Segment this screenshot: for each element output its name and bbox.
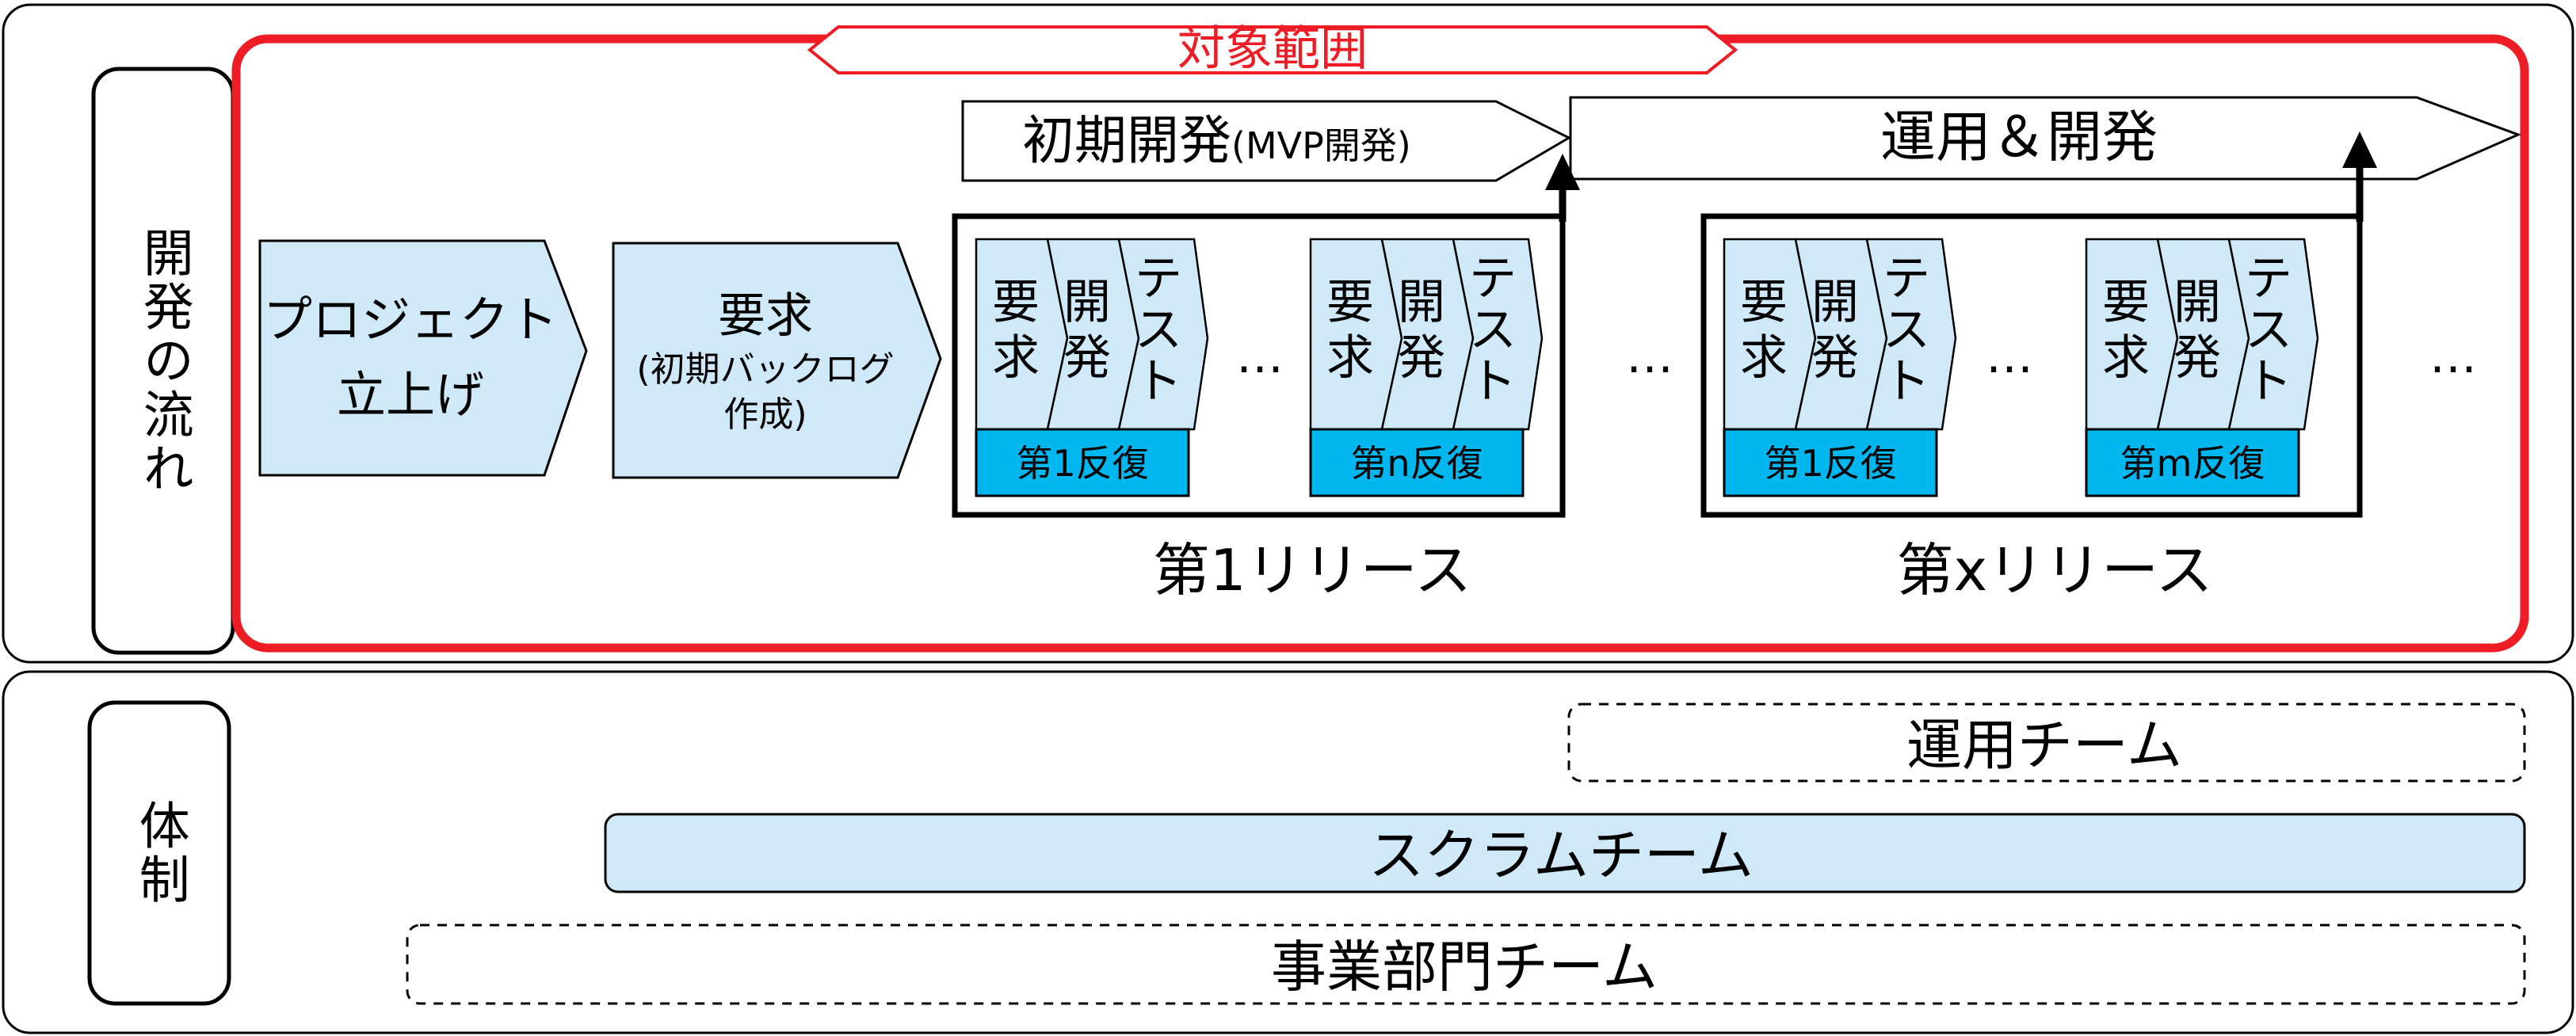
release-x-frame [1700,213,2363,518]
requirements-title: 要求 [718,288,813,344]
step-req-char-2: 求 [1326,330,1374,386]
iteration-label-box [2085,428,2300,497]
iteration-label: 第m反復 [2120,442,2265,485]
step-dev-char-2: 発 [1811,330,1859,386]
ellipsis-release-x: … [1986,329,2033,384]
iteration-label: 第n反復 [1350,442,1483,485]
ops-dev-label: 運用＆開発 [1880,105,2158,169]
ops-team-label: 運用チーム [1906,713,2182,778]
release-1-milestone-head [1545,154,1580,190]
step-test-char-1: テ [1883,251,1930,307]
ops-dev-arrow [1569,96,2522,181]
iteration-group: 要 求 開 発 テ ス ト 第n反復 [1309,238,1544,497]
step-dev-char-1: 開 [1063,275,1111,330]
step-req-char-2: 求 [992,330,1040,386]
scrum-team-label: スクラムチーム [1368,823,1754,888]
business-team-label: 事業部門チーム [1271,935,1658,1000]
step-req-char-1: 要 [1326,275,1374,330]
iteration-label: 第1反復 [1016,442,1148,485]
step-test-char-2: ス [2245,303,2292,358]
scrum-team-bar [604,813,2526,893]
business-team-bar [406,924,2526,1005]
requirements-sub-2: 作成) [723,394,807,435]
iteration-group: 要 求 開 発 テ ス ト 第1反復 [975,238,1209,497]
requirements-sub-1: (初期バックログ [636,349,894,390]
release-x-label: 第xリリース [1896,537,2212,604]
release-1-label: 第1リリース [1153,537,1471,604]
iteration-step-test [1117,238,1209,431]
project-start-label-1: プロジェクト [263,291,558,349]
step-test-char-3: ト [2245,354,2292,409]
iteration-step-test [2227,238,2319,431]
project-start-phase [258,239,588,477]
step-dev-char-1: 開 [1811,275,1859,330]
step-req-char-1: 要 [992,275,1040,330]
initial-dev-arrow [961,100,1572,182]
step-dev-char-1: 開 [1398,275,1445,330]
project-start-label-2: 立上げ [337,366,484,424]
iteration-label-box [975,428,1190,497]
scope-tab [807,25,1738,74]
iteration-step-test [1865,238,1957,431]
org-title-box [87,700,231,1006]
release-x-milestone-head [2342,131,2377,168]
iteration-step-test [1452,238,1544,431]
scope-label: 対象範囲 [1177,21,1368,77]
step-req-char-1: 要 [2102,275,2150,330]
step-dev-char-2: 発 [1063,330,1111,386]
step-test-char-3: ト [1135,354,1182,409]
release-1-frame [952,213,1566,518]
step-req-char-2: 求 [1740,330,1788,386]
step-test-char-1: テ [1135,251,1182,307]
ops-team-bar [1567,703,2526,783]
step-dev-char-2: 発 [1398,330,1445,386]
step-test-char-1: テ [2245,251,2292,307]
step-test-char-1: テ [1469,251,1517,307]
iteration-label: 第1反復 [1764,442,1896,485]
step-req-char-1: 要 [1740,275,1788,330]
requirements-phase [612,242,942,479]
iteration-label-box [1309,428,1525,497]
iteration-group: 要 求 開 発 テ ス ト 第1反復 [1723,238,1957,497]
ellipsis-after: … [2429,329,2477,384]
ellipsis-release-1: … [1236,329,1284,384]
iteration-group: 要 求 開 発 テ ス ト 第m反復 [2085,238,2319,497]
initial-dev-sub: (MVP開発) [1231,124,1411,167]
step-dev-char-1: 開 [2173,275,2221,330]
initial-dev-main: 初期開発 [1022,110,1231,171]
step-test-char-2: ス [1469,303,1517,358]
step-test-char-3: ト [1469,354,1517,409]
ellipsis-between-releases: … [1626,329,1673,384]
flow-title: 開発の流れ [134,226,193,496]
step-test-char-2: ス [1135,303,1182,358]
step-dev-char-2: 発 [2173,330,2221,386]
step-test-char-2: ス [1883,303,1930,358]
org-title: 体制 [130,799,189,907]
step-req-char-2: 求 [2102,330,2150,386]
step-test-char-3: ト [1883,354,1930,409]
initial-dev-label: 初期開発(MVP開発) [1022,110,1411,171]
iteration-label-box [1723,428,1938,497]
